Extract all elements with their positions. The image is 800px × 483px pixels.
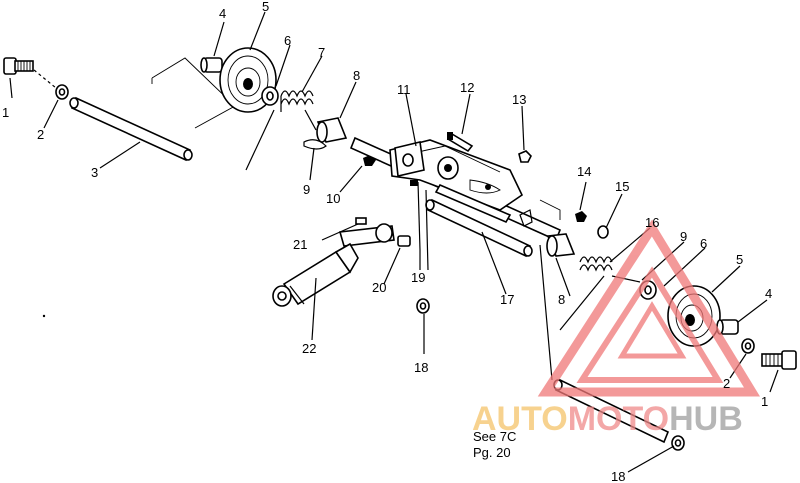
callout-20: 20 (372, 280, 386, 295)
callout-15: 15 (615, 179, 629, 194)
callout-21: 21 (293, 237, 307, 252)
note-line-2: Pg. 20 (473, 445, 511, 460)
callout-1-left: 1 (2, 105, 9, 120)
callout-13: 13 (512, 92, 526, 107)
nut-13 (518, 150, 532, 163)
leader-lines (9, 11, 779, 473)
bushing-lower-left (546, 233, 576, 257)
watermark-text-auto: AUTO (472, 400, 568, 438)
nut-14 (575, 211, 587, 222)
callout-6-upper: 6 (284, 33, 291, 48)
callout-10: 10 (326, 191, 340, 206)
callout-5-upper: 5 (262, 0, 269, 14)
watermark-logo: AUTOMOTOHUB (472, 219, 761, 438)
callout-6-lower: 6 (700, 236, 707, 251)
callout-4-lower: 4 (765, 286, 772, 301)
callout-1-right: 1 (761, 394, 768, 409)
cross-shaft-lower (425, 198, 533, 258)
callout-2-left: 2 (37, 127, 44, 142)
washer-upper (261, 86, 279, 106)
bolt-right (761, 350, 797, 370)
washer-right (741, 338, 755, 354)
watermark-triangle-icon (537, 219, 761, 397)
note-line-1: See 7C (473, 429, 516, 444)
watermark-text: AUTOMOTOHUB (472, 400, 743, 438)
callout-19: 19 (411, 270, 425, 285)
washer-left (55, 84, 69, 100)
bracket-small (519, 209, 533, 227)
shaft-left (69, 96, 193, 162)
rod-end-link (338, 217, 411, 247)
callout-4-upper: 4 (219, 6, 226, 21)
callout-3: 3 (91, 165, 98, 180)
bolt-left (3, 57, 34, 75)
bolt-12 (446, 132, 474, 153)
callout-labels: 1 2 3 4 5 6 7 8 9 10 11 12 13 14 15 16 9… (2, 0, 772, 483)
callout-11: 11 (397, 82, 411, 97)
callout-12: 12 (460, 80, 474, 95)
callout-8-lower: 8 (558, 292, 565, 307)
callout-18-bottom: 18 (611, 469, 625, 483)
callout-16: 16 (645, 215, 659, 230)
stray-dot (42, 314, 46, 318)
frame-right (539, 199, 561, 220)
washer-18a (416, 298, 430, 314)
callout-2-right: 2 (723, 376, 730, 391)
bushing-upper-right (316, 117, 348, 143)
shock-absorber (272, 242, 359, 307)
callout-7: 7 (318, 45, 325, 60)
clip-upper (303, 139, 327, 150)
watermark-text-moto: MOTO (568, 400, 669, 438)
callout-14: 14 (577, 164, 591, 179)
callout-17: 17 (500, 292, 514, 307)
callout-8-upper: 8 (353, 68, 360, 83)
callout-9-lower: 9 (680, 229, 687, 244)
watermark-text-hub: HUB (669, 400, 743, 438)
bolt-19 (410, 180, 429, 271)
group-frame-left (151, 57, 236, 129)
spring-upper (245, 90, 317, 171)
reference-note: See 7C Pg. 20 (473, 429, 516, 460)
bushing-upper-left (200, 57, 223, 73)
washer-bottom-right (671, 435, 685, 451)
leader-bolt-left (33, 69, 57, 89)
washer-15 (597, 225, 609, 239)
callout-9-upper: 9 (303, 182, 310, 197)
callout-18-middle: 18 (414, 360, 428, 375)
pivot-bracket (389, 139, 524, 224)
callout-22: 22 (302, 341, 316, 356)
callout-5-lower: 5 (736, 252, 743, 267)
leader-shaft-drop (539, 244, 553, 381)
